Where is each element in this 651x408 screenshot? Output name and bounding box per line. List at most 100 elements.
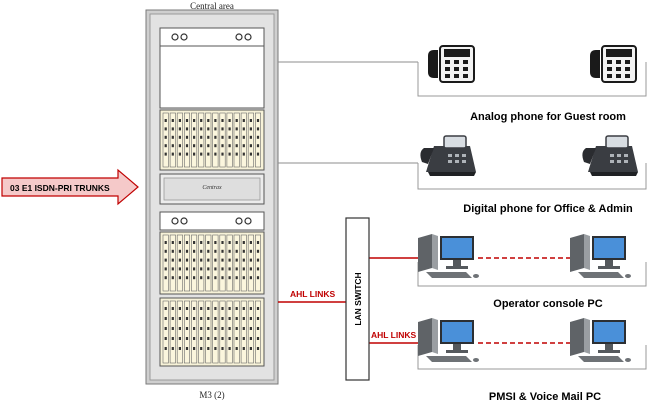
card-marking xyxy=(256,317,260,320)
card-marking xyxy=(249,152,252,156)
card-marking xyxy=(171,327,174,330)
card-marking xyxy=(200,152,203,156)
card-marking xyxy=(164,135,167,139)
cabinet-top-label: Central area xyxy=(190,1,234,11)
card-marking xyxy=(249,135,252,139)
card-marking xyxy=(164,317,167,320)
card-marking xyxy=(221,249,224,253)
card-marking xyxy=(178,119,181,122)
card-marking xyxy=(171,249,174,253)
card-marking xyxy=(242,135,245,139)
card-marking xyxy=(256,241,260,244)
cabinet-bottom-label: M3 (2) xyxy=(199,390,224,400)
card-marking xyxy=(178,276,181,280)
card-marking xyxy=(178,307,181,310)
card-marking xyxy=(214,337,217,340)
card-marking xyxy=(221,276,224,280)
card-marking xyxy=(249,307,252,310)
card-marking xyxy=(171,152,174,156)
rack-card xyxy=(205,300,212,364)
card-marking xyxy=(242,337,245,340)
rack-card xyxy=(198,112,205,168)
phone-cabling xyxy=(278,61,418,164)
card-marking xyxy=(249,249,252,253)
group-label-operator: Operator console PC xyxy=(493,298,602,310)
card-marking xyxy=(214,347,217,350)
card-marking xyxy=(214,135,217,139)
card-marking xyxy=(235,249,238,253)
card-marking xyxy=(256,127,260,131)
card-marking xyxy=(228,127,231,131)
card-marking xyxy=(171,276,174,280)
card-marking xyxy=(178,267,181,271)
card-marking xyxy=(221,241,224,244)
card-marking xyxy=(235,135,238,139)
card-marking xyxy=(185,276,189,280)
rack-card xyxy=(219,112,226,168)
group-label-digital: Digital phone for Office & Admin xyxy=(463,203,633,215)
card-marking xyxy=(171,258,174,262)
card-marking xyxy=(214,276,217,280)
card-rack-middle xyxy=(162,234,262,292)
card-marking xyxy=(164,276,167,280)
cabinet-shelf-label: Centrax xyxy=(202,185,222,191)
rack-card xyxy=(176,112,183,168)
card-marking xyxy=(249,127,252,131)
card-marking xyxy=(207,127,210,131)
card-marking xyxy=(207,337,210,340)
rack-card xyxy=(255,234,262,292)
card-marking xyxy=(171,127,174,131)
card-marking xyxy=(178,347,181,350)
card-marking xyxy=(185,144,189,148)
rack-card xyxy=(169,234,176,292)
card-marking xyxy=(235,307,238,310)
rack-card xyxy=(212,300,219,364)
card-marking xyxy=(207,258,210,262)
rack-card xyxy=(226,234,233,292)
rack-card xyxy=(191,112,198,168)
card-marking xyxy=(193,144,196,148)
card-marking xyxy=(178,327,181,330)
card-marking xyxy=(171,119,174,122)
card-marking xyxy=(235,327,238,330)
trunk-arrow xyxy=(1,168,139,206)
rack-card xyxy=(169,300,176,364)
card-marking xyxy=(242,119,245,122)
card-marking xyxy=(235,144,238,148)
card-marking xyxy=(200,144,203,148)
card-marking xyxy=(185,135,189,139)
card-marking xyxy=(235,317,238,320)
rack-card xyxy=(176,300,183,364)
card-marking xyxy=(214,307,217,310)
card-marking xyxy=(185,152,189,156)
card-marking xyxy=(228,337,231,340)
card-marking xyxy=(242,144,245,148)
card-rack-upper xyxy=(162,112,262,168)
rack-card xyxy=(191,300,198,364)
card-marking xyxy=(256,119,260,122)
rack-card xyxy=(198,300,205,364)
card-marking xyxy=(178,249,181,253)
card-marking xyxy=(207,276,210,280)
card-marking xyxy=(164,119,167,122)
rack-card xyxy=(247,112,254,168)
lan-switch-label: LAN SWITCH xyxy=(353,272,363,325)
card-marking xyxy=(228,327,231,330)
card-marking xyxy=(221,144,224,148)
card-marking xyxy=(228,249,231,253)
card-marking xyxy=(221,127,224,131)
card-marking xyxy=(235,337,238,340)
group-label-pmsi: PMSI & Voice Mail PC xyxy=(489,391,601,403)
card-marking xyxy=(171,135,174,139)
card-marking xyxy=(193,317,196,320)
rack-card xyxy=(219,234,226,292)
rack-card xyxy=(240,234,247,292)
rack-card xyxy=(247,300,254,364)
card-marking xyxy=(171,307,174,310)
card-marking xyxy=(228,152,231,156)
rack-card xyxy=(169,112,176,168)
card-marking xyxy=(256,249,260,253)
card-marking xyxy=(164,267,167,271)
pc-peer-links xyxy=(478,257,576,344)
card-marking xyxy=(185,337,189,340)
